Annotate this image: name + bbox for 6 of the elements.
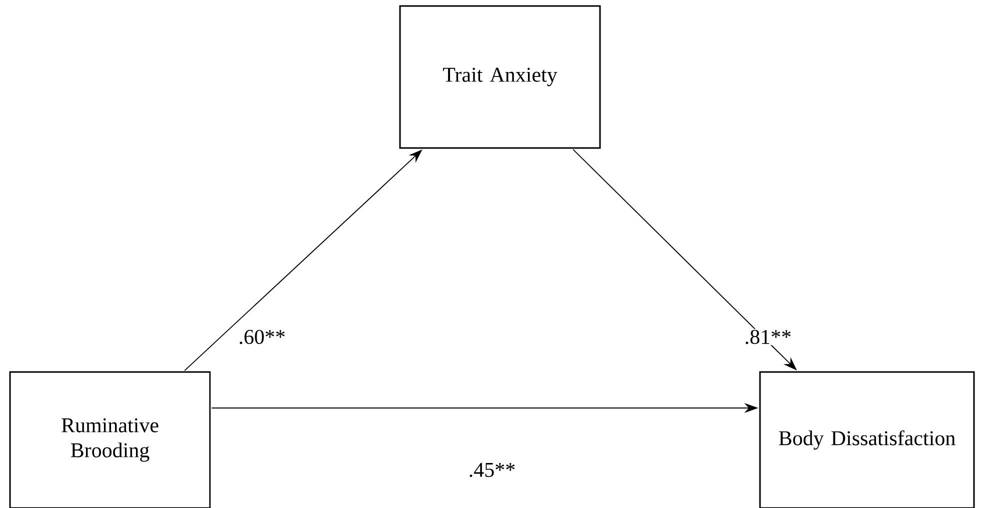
coefficient-label: .45**: [467, 462, 517, 478]
variable-box: Trait Anxiety: [399, 5, 601, 149]
coefficient-label: .60**: [237, 328, 287, 346]
coefficient-label: .81**: [743, 328, 793, 346]
variable-box: Ruminative Brooding: [9, 371, 211, 508]
variable-box: Body Dissatisfaction: [759, 371, 975, 508]
